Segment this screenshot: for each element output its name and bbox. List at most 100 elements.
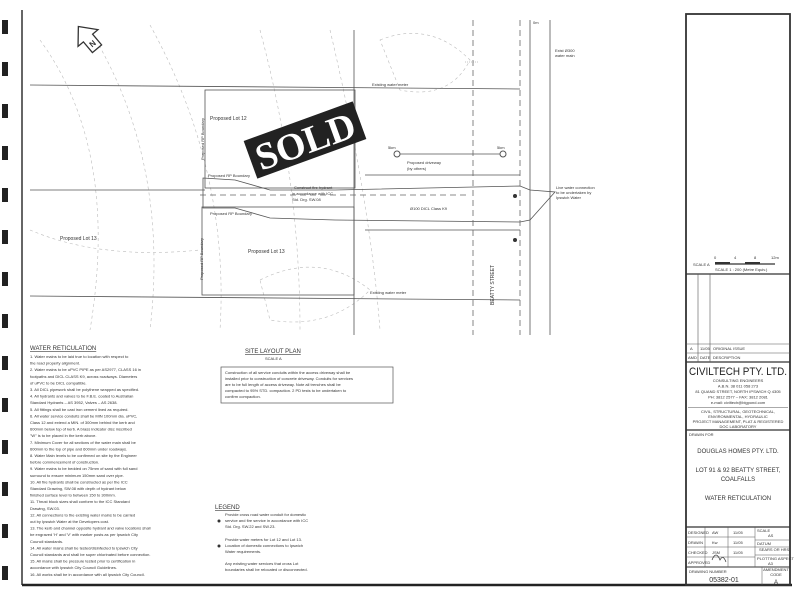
svg-text:PH: 3812 2577 – FAX: 3812 20: PH: 3812 2577 – FAX: 3812 2081 — [708, 395, 769, 400]
svg-text:A: A — [690, 346, 693, 351]
svg-text:N: N — [88, 38, 98, 49]
svg-text:0: 0 — [714, 255, 717, 260]
svg-text:WATER RETICULATION: WATER RETICULATION — [30, 346, 96, 352]
label-proposed-lot-13: Proposed Lot 13 — [248, 249, 285, 255]
note-line: Standard Hydrants – AS 3952, Valves – AS… — [30, 400, 118, 405]
note-line: 15. All mains shall be pressure tested p… — [30, 559, 135, 564]
services-line: CIVIL, STRUCTURAL, GEOTECHNICAL, ENVIRON… — [700, 409, 775, 419]
label-chainage: 0m — [533, 20, 539, 25]
note-line: Class 12 and extend a MIN. of 300mm behi… — [30, 420, 135, 425]
svg-text:AS: AS — [768, 533, 774, 538]
note-line: 9. Water mains to be bedded on 75mm of s… — [30, 466, 137, 471]
note-line: 600mm below top of kerb. A brass indicat… — [30, 427, 132, 432]
note-line: Standard Drawing, SW.08 with depth of hy… — [30, 486, 126, 491]
svg-text:11/05: 11/05 — [733, 540, 743, 545]
legend-marker-icon — [217, 544, 221, 548]
svg-text:boundaries shall be relocated: boundaries shall be relocated or disconn… — [225, 567, 308, 572]
drawing-title: WATER RETICULATION — [705, 496, 771, 502]
note-line: accordance with Ipswich City Council Gui… — [30, 565, 117, 570]
legend: LEGEND Provide cross road water conduit … — [215, 505, 308, 572]
water-reticulation-notes: WATER RETICULATION 1. Water mains to be … — [30, 346, 151, 577]
svg-text:Construction of all service co: Construction of all service conduits wit… — [225, 370, 351, 375]
svg-text:A.B.N. 38 011 058 273: A.B.N. 38 011 058 273 — [718, 384, 759, 389]
note-line: Council standards and shall be super chl… — [30, 552, 151, 557]
note-line: 8. Water Main levels to be confirmed on … — [30, 453, 137, 458]
svg-text:DRAWING NUMBER: DRAWING NUMBER — [689, 569, 727, 574]
label-proposed-lot-13-left: Proposed Lot 13 — [60, 236, 97, 242]
note-line: 4. All hydrants and valves to be F.B.E. … — [30, 394, 133, 399]
svg-text:AMD: AMD — [688, 355, 697, 360]
label-water-meter: Existing water meter — [370, 290, 407, 295]
client-name: DOUGLAS HOMES PTY. LTD. — [697, 449, 779, 455]
note-line: 600mm to the top of pipe and 600mm under… — [30, 446, 127, 451]
svg-text:81 QUAND STREET, NORTH IPSWICH: 81 QUAND STREET, NORTH IPSWICH Q 4305 — [695, 389, 781, 394]
svg-text:compacted to 95% STD. compacti: compacted to 95% STD. compaction. 2 PD t… — [225, 388, 347, 393]
svg-text:Kw: Kw — [712, 540, 718, 545]
svg-text:DATUM: DATUM — [757, 541, 771, 546]
sold-stamp: SOLD — [243, 101, 367, 179]
svg-text:CHECKED: CHECKED — [688, 550, 708, 555]
label-driveway: Proposed driveway — [407, 160, 441, 165]
company-name: CIVILTECH PTY. LTD. — [689, 366, 787, 378]
signature-icon — [711, 554, 727, 563]
svg-text:Provide cross road water condu: Provide cross road water conduit for dom… — [225, 512, 306, 517]
svg-text:12m: 12m — [771, 255, 779, 260]
note-line: 11. Thrust block sizes shall conform to … — [30, 499, 130, 504]
note-line: 1. Water mains to be laid true to locati… — [30, 354, 129, 359]
svg-text:e-mail: civiltech@bigpond.com: e-mail: civiltech@bigpond.com — [711, 400, 766, 405]
site-plan — [29, 20, 556, 335]
construction-note: Construction of all service conduits wit… — [220, 366, 394, 404]
label-street: BEATTY STREET — [490, 265, 496, 305]
label-live-connection: to be undertaken by — [556, 190, 591, 195]
drawing-number: 05382-01 — [709, 577, 739, 584]
label-sign: 5km — [388, 145, 396, 150]
label-live-connection: Live water connection — [556, 185, 595, 190]
plan-labels: Proposed Lot 12 Proposed Lot 13 Proposed… — [60, 20, 595, 305]
svg-text:SCALE: SCALE — [757, 528, 770, 533]
svg-text:CONSULTING ENGINEERS: CONSULTING ENGINEERS — [713, 378, 764, 383]
note-line: the road property alignment. — [30, 361, 80, 366]
note-line: 7. Minimum Cover for all sections of the… — [30, 440, 137, 445]
note-line: out by Ipswich Water at the Developers c… — [30, 519, 109, 524]
note-line: footpaths and DICL CLASS K9, across road… — [30, 374, 137, 379]
label-rp-boundary: Proposed RP Boundary — [208, 173, 250, 178]
contour-lines — [29, 24, 471, 331]
svg-text:Water requirements.: Water requirements. — [225, 549, 261, 554]
north-arrow-icon: N — [77, 25, 103, 54]
amendment-code-label: AMENDMENT CODE — [763, 567, 789, 577]
svg-text:installed prior to constructio: installed prior to construction of concr… — [225, 376, 353, 381]
amendment-code: A — [774, 580, 778, 586]
note-line: "W" is to be placed in the kerb above. — [30, 433, 96, 438]
svg-text:SCALE 1 : 200 (Metre Equiv.): SCALE 1 : 200 (Metre Equiv.) — [715, 267, 768, 272]
svg-text:PLOTTING ASPECT: PLOTTING ASPECT — [757, 556, 794, 561]
svg-text:Std. Drg. SW.22 and SW.23.: Std. Drg. SW.22 and SW.23. — [225, 524, 275, 529]
svg-text:SCALE A: SCALE A — [693, 262, 710, 267]
label-fire-hydrant: Std. Drg. SW.08 — [292, 197, 321, 202]
label-fire-hydrant: Construct fire hydrant — [294, 185, 333, 190]
svg-text:ORIGINAL ISSUE: ORIGINAL ISSUE — [713, 346, 745, 351]
svg-text:DESIGNED: DESIGNED — [688, 530, 709, 535]
legend-marker-icon — [217, 519, 221, 523]
svg-text:Any existing water services th: Any existing water services that cross L… — [225, 561, 299, 566]
note-line: 12. All connections to the existing wate… — [30, 512, 135, 517]
svg-text:DATE: DATE — [700, 355, 711, 360]
note-line: surround to ensure minimum 150mm sand ov… — [30, 473, 124, 478]
note-line: finished surface level to between 150 to… — [30, 493, 116, 498]
note-line: be engraved 'H' and 'V' with marker post… — [30, 532, 138, 537]
svg-text:DRAWN: DRAWN — [688, 540, 703, 545]
svg-text:are to be full length of acces: are to be full length of access driveway… — [225, 382, 342, 387]
svg-text:Location of domestic connectio: Location of domestic connections to Ipsw… — [225, 543, 303, 548]
note-line: 14. All water mains shall be tested/disi… — [30, 545, 138, 550]
note-line: before commencement of construction. — [30, 460, 99, 465]
site-layout-title: SITE LAYOUT PLAN — [245, 349, 301, 355]
svg-text:APPROVED: APPROVED — [688, 560, 710, 565]
svg-text:DESCRIPTION: DESCRIPTION — [713, 355, 740, 360]
svg-text:SOLD: SOLD — [250, 104, 362, 179]
svg-text:4: 4 — [734, 255, 737, 260]
svg-text:DRAWN FOR: DRAWN FOR — [689, 432, 714, 437]
svg-text:Provide water meters for Lot 1: Provide water meters for Lot 12 and Lot … — [225, 537, 302, 542]
label-rp-boundary: Proposed RP Boundary — [200, 118, 205, 160]
note-line: 3. All DICL pipework shall be polythene … — [30, 387, 139, 392]
svg-text:11/05: 11/05 — [733, 530, 743, 535]
